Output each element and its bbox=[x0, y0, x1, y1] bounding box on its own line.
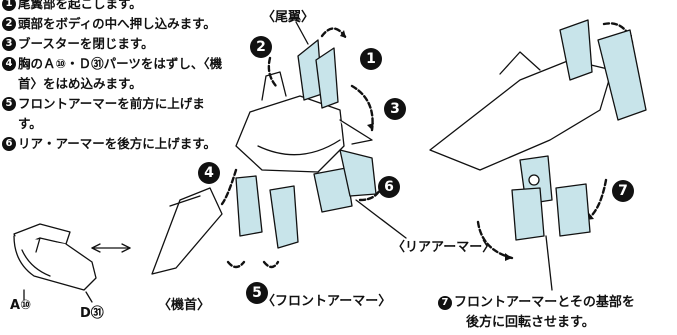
step-2: 2 頭部をボディの中へ押し込みます。 bbox=[2, 14, 227, 34]
motion-arrows bbox=[220, 22, 634, 269]
marker-7: 7 bbox=[612, 180, 634, 202]
part-d31-label: D㉛ bbox=[80, 306, 104, 321]
step-text: リア・アーマーを後方に上げます。 bbox=[18, 136, 217, 151]
marker-3: 3 bbox=[384, 98, 406, 120]
rear-armor-label: 〈リアアーマー〉 bbox=[392, 240, 496, 255]
part-a10-label: A⑩ bbox=[10, 298, 32, 313]
instruction-steps: 1 尾翼部を起こします。 2 頭部をボディの中へ押し込みます。 3 ブースターを… bbox=[2, 0, 227, 154]
step-number-badge: 2 bbox=[2, 17, 16, 31]
marker-5: 5 bbox=[246, 282, 268, 304]
step-4: 4 胸のＡ⑩・Ｄ㉛パーツをはずし、〈機首〉をはめ込みます。 bbox=[2, 54, 227, 94]
step-3: 3 ブースターを閉じます。 bbox=[2, 34, 227, 54]
step-number-badge: 7 bbox=[438, 296, 452, 310]
robot-transforming-drawing bbox=[151, 39, 377, 275]
step-number-badge: 3 bbox=[2, 37, 16, 51]
step-1: 1 尾翼部を起こします。 bbox=[2, 0, 227, 14]
step-5: 5 フロントアーマーを前方に上げます。 bbox=[2, 94, 227, 134]
step-text: 頭部をボディの中へ押し込みます。 bbox=[18, 16, 216, 31]
chest-part-drawing bbox=[13, 223, 97, 291]
step-text: 胸のＡ⑩・Ｄ㉛パーツをはずし、〈機首〉をはめ込みます。 bbox=[18, 56, 223, 91]
step-text: 尾翼部を起こします。 bbox=[18, 0, 142, 11]
marker-4: 4 bbox=[198, 162, 220, 184]
nose-label: 〈機首〉 bbox=[158, 298, 211, 313]
step-number-badge: 5 bbox=[2, 97, 16, 111]
marker-6: 6 bbox=[378, 176, 400, 198]
marker-2: 2 bbox=[250, 36, 272, 58]
exchange-arrow-icon bbox=[91, 243, 131, 253]
step-text: ブースターを閉じます。 bbox=[18, 36, 154, 51]
step-6: 6 リア・アーマーを後方に上げます。 bbox=[2, 134, 227, 154]
robot-fighter-drawing bbox=[429, 19, 647, 241]
step-number-badge: 6 bbox=[2, 137, 16, 151]
step-number-badge: 4 bbox=[2, 57, 16, 71]
marker-1: 1 bbox=[360, 48, 382, 70]
tail-wing-label: 〈尾翼〉 bbox=[262, 10, 315, 25]
front-armor-label: 〈フロントアーマー〉 bbox=[262, 294, 392, 309]
step-text: フロントアーマーを前方に上げます。 bbox=[18, 96, 205, 131]
caption-text: フロントアーマーとその基部を bbox=[454, 295, 635, 310]
caption-line-2: 後方に回転させます。 bbox=[466, 315, 595, 330]
step-number-badge: 1 bbox=[2, 0, 16, 11]
